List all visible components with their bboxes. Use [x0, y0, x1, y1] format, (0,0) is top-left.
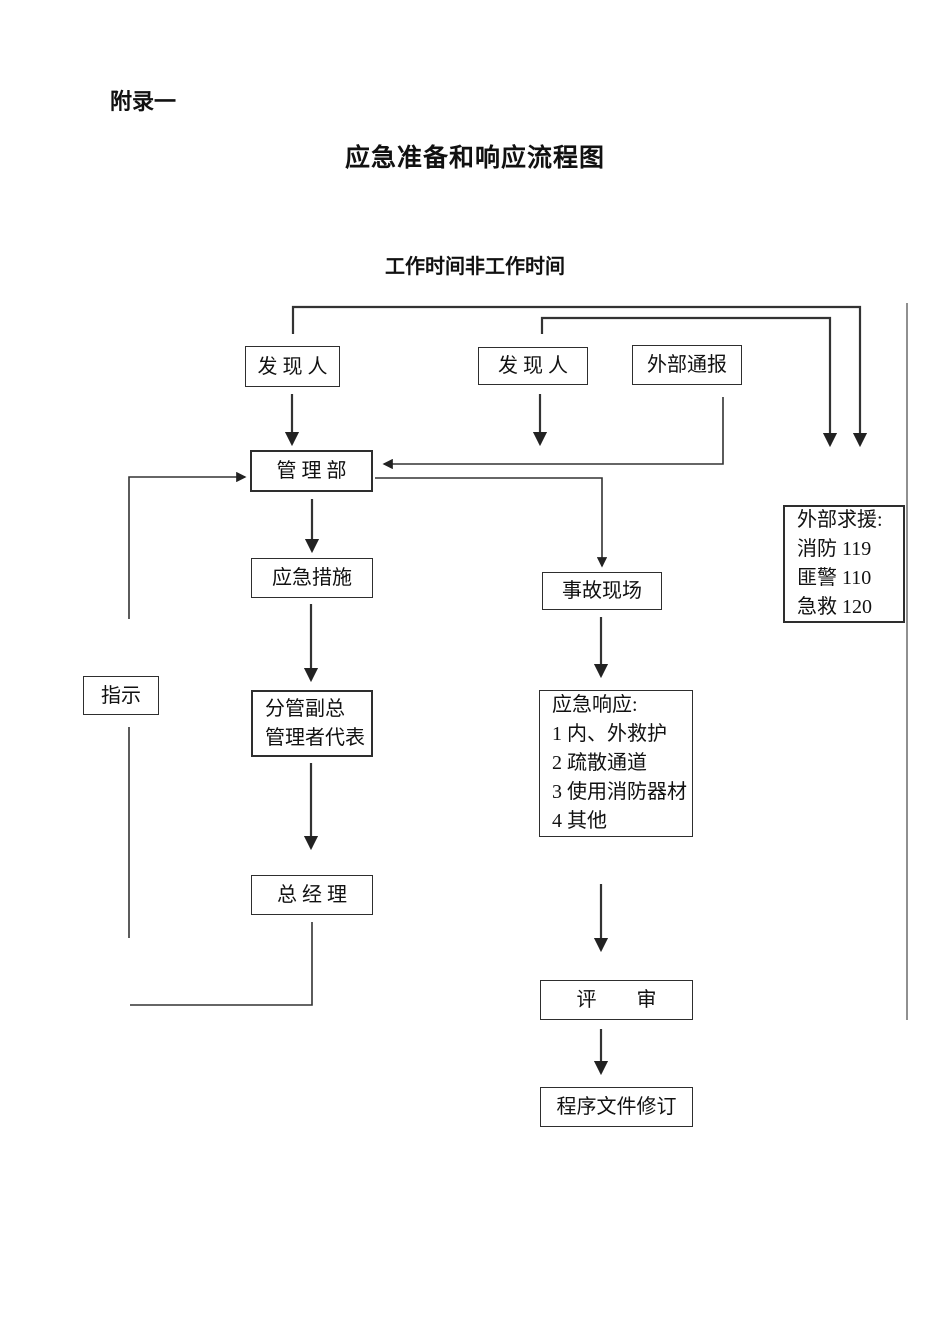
external-help-fire: 消防 119: [797, 538, 872, 560]
external-help-police: 匪警 110: [797, 567, 872, 589]
edge-instruction-to-management: [128, 471, 247, 619]
external-help-ambulance: 急救 120: [797, 596, 872, 618]
worktime-nonworktime-label: 工作时间非工作时间: [385, 256, 565, 278]
edge-gm-feedback-bottom: [130, 922, 313, 1006]
emergency-response-item2: 2 疏散通道: [552, 752, 647, 774]
emergency-response-item3: 3 使用消防器材: [552, 781, 687, 803]
node-instruction: 指示: [83, 676, 159, 715]
node-external-help: 外部求援: 消防 119 匪警 110 急救 120: [783, 505, 905, 623]
node-external-notification: 外部通报: [632, 345, 742, 385]
deputy-gm-line1: 分管副总: [265, 697, 345, 720]
deputy-gm-line2: 管理者代表: [265, 726, 365, 749]
node-accident-scene: 事故现场: [542, 572, 662, 610]
node-procedure-revision: 程序文件修订: [540, 1087, 693, 1127]
page-title: 应急准备和响应流程图: [344, 144, 605, 172]
node-emergency-measures: 应急措施: [251, 558, 373, 598]
emergency-response-title: 应急响应:: [552, 694, 638, 716]
node-emergency-response: 应急响应: 1 内、外救护 2 疏散通道 3 使用消防器材 4 其他: [539, 690, 693, 837]
node-management-dept: 管 理 部: [250, 450, 373, 492]
edge-management-to-accident-scene: [375, 477, 608, 568]
emergency-response-item1: 1 内、外救护: [552, 723, 667, 745]
node-discoverer-nonworktime: 发 现 人: [478, 347, 588, 385]
appendix-label: 附录一: [110, 89, 177, 114]
node-general-manager: 总 经 理: [251, 875, 373, 915]
external-help-title: 外部求援:: [797, 509, 883, 531]
node-deputy-gm: 分管副总 管理者代表: [251, 690, 373, 757]
edge-external-notification-to-management: [382, 397, 724, 470]
node-review: 评 审: [540, 980, 693, 1020]
node-discoverer-worktime: 发 现 人: [245, 346, 340, 387]
emergency-response-item4: 4 其他: [552, 810, 607, 832]
